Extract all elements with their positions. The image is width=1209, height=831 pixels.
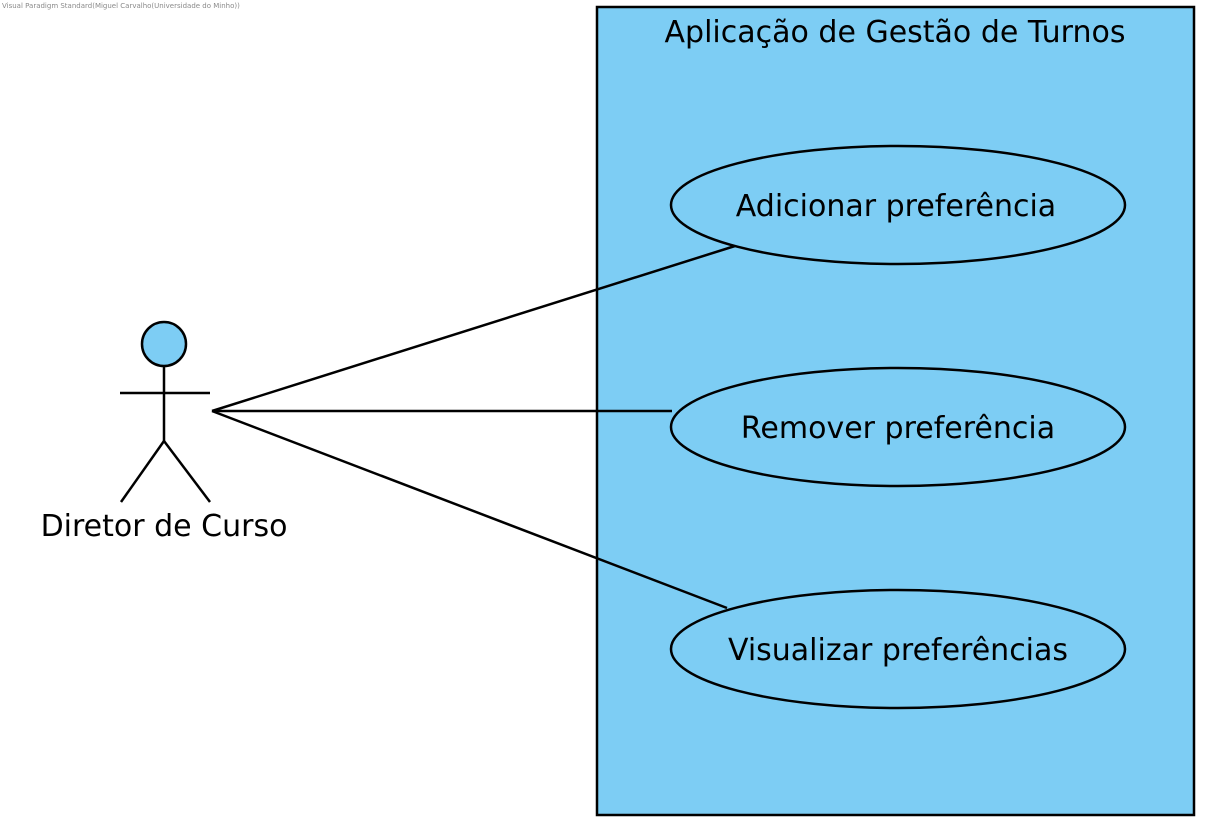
association-line-adicionar[interactable] — [211, 244, 736, 413]
use-case-visualizar[interactable]: Visualizar preferências — [669, 588, 1127, 710]
system-title: Aplicação de Gestão de Turnos — [665, 15, 1126, 50]
association-line-visualizar[interactable] — [211, 409, 728, 610]
actor-name: Diretor de Curso — [41, 509, 288, 544]
use-case-adicionar[interactable]: Adicionar preferência — [669, 144, 1127, 266]
use-case-ellipse — [669, 588, 1127, 710]
watermark-text: Visual Paradigm Standard(Miguel Carvalho… — [2, 2, 240, 10]
actor-left-leg — [119, 440, 166, 503]
use-case-label: Adicionar preferência — [736, 189, 1056, 224]
use-case-remover[interactable]: Remover preferência — [669, 366, 1127, 488]
actor-diretor-de-curso[interactable]: Diretor de Curso — [41, 320, 288, 544]
actor-head — [140, 320, 188, 368]
use-case-label: Remover preferência — [741, 411, 1055, 446]
actor-right-leg — [163, 440, 211, 503]
use-case-ellipse — [669, 144, 1127, 266]
use-case-label: Visualizar preferências — [728, 633, 1068, 668]
use-case-ellipse — [669, 366, 1127, 488]
